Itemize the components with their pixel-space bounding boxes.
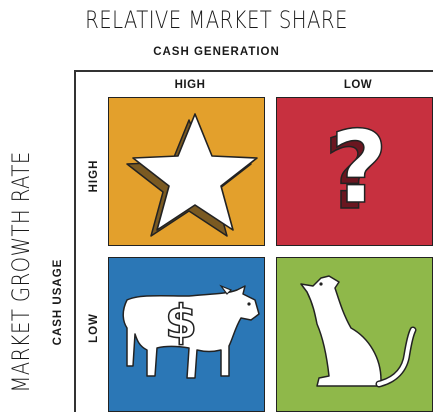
quadrant-star: [108, 97, 265, 246]
question-mark-icon: ? ?: [323, 108, 389, 233]
vertical-axis-line: [74, 70, 76, 412]
dog-icon: [300, 275, 417, 388]
question-mark-glyph: ?: [330, 109, 388, 226]
horizontal-axis-line: [74, 70, 433, 72]
question-mark-shadow: ?: [324, 115, 382, 232]
star-icon: [126, 113, 258, 237]
x-axis-subtitle: CASH GENERATION: [153, 46, 280, 58]
cow-icon: $: [122, 284, 260, 379]
x-axis-title: RELATIVE MARKET SHARE: [85, 6, 348, 34]
dollar-sign: $: [165, 295, 197, 349]
y-axis-subtitle: CASH USAGE: [52, 258, 64, 346]
y-axis-title: MARKET GROWTH RATE: [7, 151, 35, 393]
row-label-high: HIGH: [88, 159, 100, 193]
column-label-high: HIGH: [174, 79, 206, 91]
quadrant-dog: [276, 257, 433, 412]
quadrant-question-mark: ? ?: [276, 97, 433, 246]
column-label-low: LOW: [343, 79, 373, 91]
quadrant-cash-cow: $: [108, 257, 265, 412]
row-label-low: LOW: [88, 313, 100, 343]
